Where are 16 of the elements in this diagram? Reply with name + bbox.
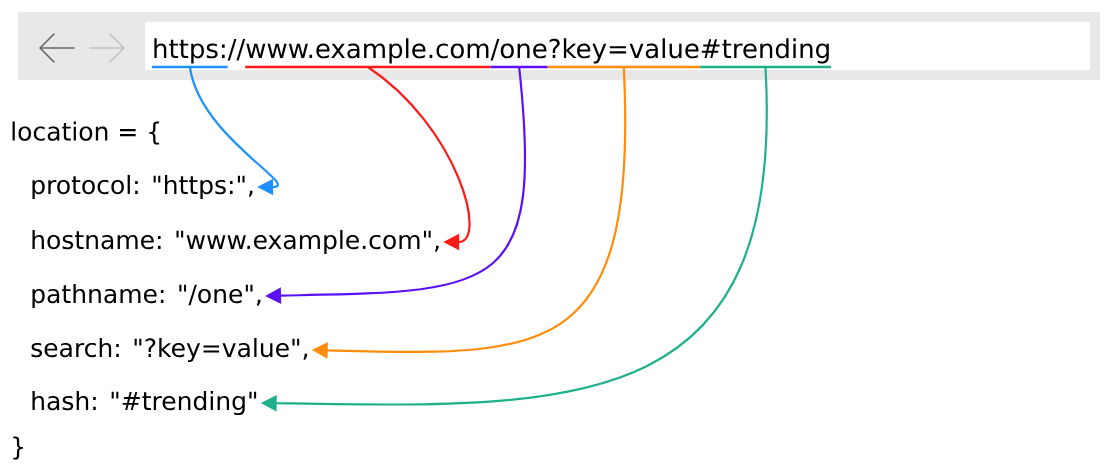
url-segment: ?key=value — [547, 38, 700, 69]
arrow — [188, 66, 279, 196]
arrow — [367, 66, 471, 251]
code-line: pathname: "/one", — [32, 283, 261, 309]
url-segment: /one — [490, 39, 548, 69]
url-segment: www.example.com — [245, 38, 491, 69]
url-text: // — [227, 39, 246, 61]
url-segment: #trending — [699, 38, 832, 69]
code-line: hash: "#trending" — [32, 390, 257, 416]
code-line: hostname: "www.example.com", — [32, 229, 439, 255]
address-bar — [18, 12, 1100, 80]
code-line: } — [13, 436, 23, 460]
url-segment: https: — [152, 38, 228, 69]
code-line: protocol: "https:", — [32, 174, 253, 200]
code-line: search: "?key=value", — [31, 337, 308, 363]
code-line: location = { — [12, 121, 160, 145]
